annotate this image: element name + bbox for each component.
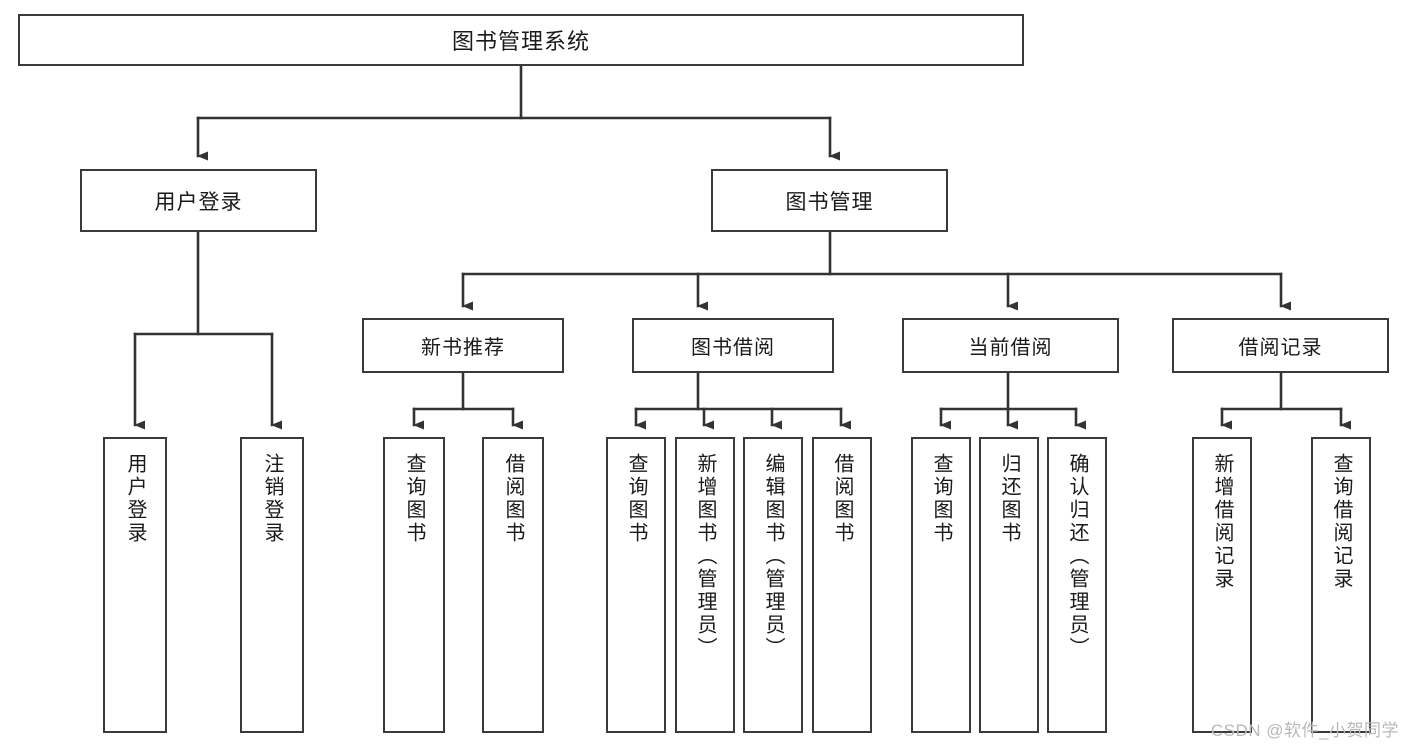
node-leaf-query-book-1-label: 查询图书 — [403, 453, 425, 545]
node-leaf-edit-book-label: 编辑图书（管理员） — [762, 453, 784, 660]
node-leaf-edit-book[interactable]: 编辑图书（管理员） — [743, 437, 803, 733]
node-leaf-add-book[interactable]: 新增图书（管理员） — [675, 437, 735, 733]
node-new-book-rec[interactable]: 新书推荐 — [362, 318, 564, 373]
node-leaf-borrow-book-1-label: 借阅图书 — [502, 453, 524, 545]
node-leaf-confirm-return-label: 确认归还（管理员） — [1066, 453, 1088, 660]
node-book-manage[interactable]: 图书管理 — [711, 169, 948, 232]
node-leaf-return-book-label: 归还图书 — [998, 453, 1020, 545]
node-leaf-borrow-book-2-label: 借阅图书 — [831, 453, 853, 545]
node-leaf-query-record[interactable]: 查询借阅记录 — [1311, 437, 1371, 733]
node-leaf-query-book-2-label: 查询图书 — [625, 453, 647, 545]
node-leaf-return-book[interactable]: 归还图书 — [979, 437, 1039, 733]
node-leaf-query-book-2[interactable]: 查询图书 — [606, 437, 666, 733]
node-leaf-logout-label: 注销登录 — [261, 453, 283, 545]
node-borrow-record-label: 借阅记录 — [1238, 337, 1323, 359]
node-leaf-borrow-book-2[interactable]: 借阅图书 — [812, 437, 872, 733]
node-user-login[interactable]: 用户登录 — [80, 169, 317, 232]
node-new-book-rec-label: 新书推荐 — [421, 337, 505, 359]
node-leaf-add-record[interactable]: 新增借阅记录 — [1192, 437, 1252, 733]
node-book-borrow[interactable]: 图书借阅 — [632, 318, 834, 373]
node-current-borrow[interactable]: 当前借阅 — [902, 318, 1119, 373]
node-leaf-add-record-label: 新增借阅记录 — [1211, 453, 1233, 591]
node-leaf-query-book-1[interactable]: 查询图书 — [383, 437, 445, 733]
node-book-borrow-label: 图书借阅 — [691, 337, 775, 359]
csdn-watermark: CSDN @软件_小贺同学 — [1210, 721, 1399, 740]
node-user-login-label: 用户登录 — [154, 190, 243, 214]
node-leaf-user-login-label: 用户登录 — [124, 453, 146, 545]
node-root[interactable]: 图书管理系统 — [18, 14, 1024, 66]
node-current-borrow-label: 当前借阅 — [968, 337, 1053, 359]
node-borrow-record[interactable]: 借阅记录 — [1172, 318, 1389, 373]
node-root-label: 图书管理系统 — [451, 29, 590, 54]
node-leaf-query-book-3[interactable]: 查询图书 — [911, 437, 971, 733]
node-leaf-logout[interactable]: 注销登录 — [240, 437, 304, 733]
node-leaf-add-book-label: 新增图书（管理员） — [694, 453, 716, 660]
node-leaf-query-book-3-label: 查询图书 — [930, 453, 952, 545]
node-leaf-confirm-return[interactable]: 确认归还（管理员） — [1047, 437, 1107, 733]
node-leaf-borrow-book-1[interactable]: 借阅图书 — [482, 437, 544, 733]
node-book-manage-label: 图书管理 — [785, 190, 874, 214]
node-leaf-user-login[interactable]: 用户登录 — [103, 437, 167, 733]
node-leaf-query-record-label: 查询借阅记录 — [1330, 453, 1352, 591]
